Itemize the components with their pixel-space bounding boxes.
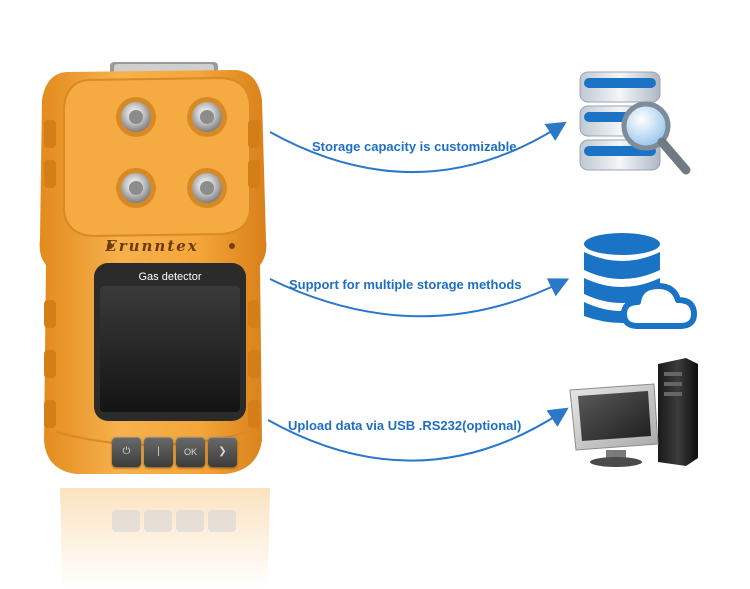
divider-icon: |: [157, 446, 160, 457]
arrow-3: [267, 407, 569, 462]
device-reflection: [60, 488, 270, 589]
feature-storage-capacity: Storage capacity is customizable: [312, 139, 517, 154]
power-icon: ⏻: [122, 446, 131, 457]
gas-detector-device: Erunntex Gas detector ⏻ | OK ❯: [36, 60, 268, 480]
brand-logo: Erunntex: [105, 237, 199, 255]
divider-key[interactable]: |: [144, 437, 173, 467]
chevron-right-icon: ❯: [218, 446, 227, 457]
power-key[interactable]: ⏻: [112, 437, 141, 467]
ok-key[interactable]: OK: [176, 437, 205, 467]
database-search-icon: [574, 66, 694, 180]
next-key[interactable]: ❯: [208, 437, 237, 467]
database-cloud-icon: [576, 230, 700, 334]
desktop-computer-icon: [566, 358, 702, 472]
ok-key-label: OK: [183, 447, 197, 457]
feature-upload-data: Upload data via USB .RS232(optional): [288, 418, 522, 433]
arrow-2: [269, 278, 570, 318]
keypad: ⏻ | OK ❯: [112, 437, 238, 467]
feature-storage-methods: Support for multiple storage methods: [289, 277, 522, 292]
arrow-1: [269, 121, 567, 173]
device-body: [39, 62, 267, 474]
screen-label: Gas detector: [138, 271, 202, 283]
